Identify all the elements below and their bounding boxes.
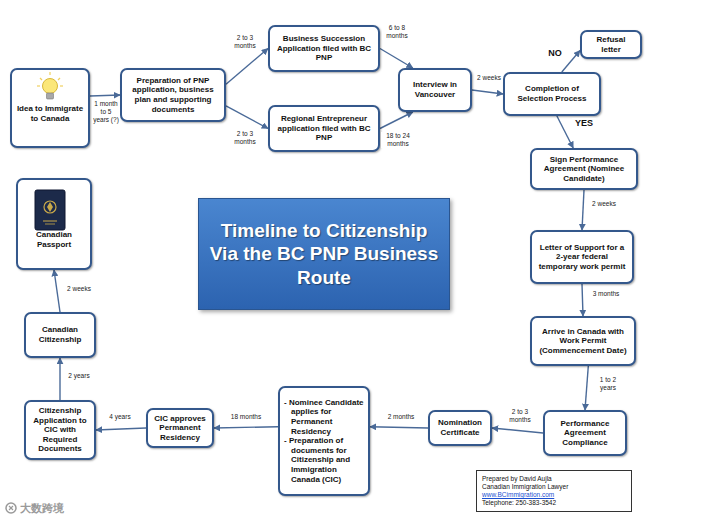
node-text: Idea to Immigrate to Canada [16, 104, 84, 123]
watermark-logo [6, 503, 16, 513]
duration-label: 18 months [225, 413, 267, 421]
process-box: Letter of Support for a 2-year federal t… [530, 230, 634, 284]
process-box: Preparation of PNP application, business… [120, 68, 226, 122]
process-box: Canadian Citizenship [24, 312, 96, 358]
node-text: Prepared by David Aujla [482, 475, 626, 483]
flow-arrow [90, 95, 120, 96]
node-text: Interview in Vancouver [404, 80, 466, 99]
flow-arrow [557, 116, 573, 148]
flow-arrow [59, 358, 60, 400]
credit-box: Prepared by David AujlaCanadian Immigrat… [476, 470, 632, 512]
flow-arrow [492, 428, 543, 433]
process-box: Business Succession Application filed wi… [268, 25, 380, 72]
flow-arrow [582, 190, 584, 230]
flow-arrow [370, 427, 428, 428]
node-text: Preparation of PNP application, business… [126, 76, 220, 114]
node-text: Arrive in Canada with Work Permit (Comme… [536, 327, 630, 356]
node-text: Regional Entrepreneur application filed … [274, 114, 374, 143]
node-text: CIC approves Permanent Residency [152, 414, 208, 443]
duration-label: 2 years [64, 372, 94, 380]
node-text: - Preparation of documents for Citizensh… [284, 436, 364, 484]
duration-label: 1 month to 5 years (?) [92, 100, 120, 123]
watermark: 大数跨境 [20, 501, 64, 516]
duration-label: 4 years [104, 413, 136, 421]
node-text: Nomination Certificate [434, 418, 486, 437]
flow-arrow [585, 366, 588, 410]
node-text: Business Succession Application filed wi… [274, 34, 374, 63]
node-text: www.BCimmigration.com [482, 491, 626, 499]
process-box: CIC approves Permanent Residency [146, 408, 214, 448]
node-text: Canadian Passport [22, 230, 86, 249]
process-box: Interview in Vancouver [398, 68, 472, 112]
node-text: Canadian Citizenship [30, 325, 90, 344]
node-text: Sign Performance Agreement (Nominee Cand… [536, 155, 632, 184]
process-box: Arrive in Canada with Work Permit (Comme… [530, 316, 636, 366]
duration-label: 2 months [382, 413, 420, 421]
duration-label: 2 to 3 months [228, 130, 262, 146]
duration-label: 2 to 3 months [228, 34, 262, 50]
title-text: Timeline to Citizenship Via the BC PNP B… [209, 219, 439, 289]
flow-arrow [54, 270, 60, 312]
duration-label: YES [572, 118, 596, 129]
process-box: Regional Entrepreneur application filed … [268, 105, 380, 152]
node-text: Telephone: 250-383-3542 [482, 499, 626, 507]
flow-arrow [96, 428, 146, 430]
flow-arrow [226, 49, 268, 85]
flow-arrow [380, 112, 413, 129]
node-text: Refusal letter [586, 35, 636, 54]
node-text: Canadian Immigration Lawyer [482, 483, 626, 491]
duration-label: 2 weeks [64, 285, 94, 293]
duration-label: 2 weeks [475, 74, 503, 82]
process-box: Sign Performance Agreement (Nominee Cand… [530, 148, 638, 190]
title-box: Timeline to Citizenship Via the BC PNP B… [198, 198, 450, 310]
node-text: Citizenship Application to CIC with Requ… [30, 406, 90, 454]
duration-label: 3 months [590, 290, 622, 298]
flow-arrow [226, 106, 268, 129]
node-text: Performance Agreement Compliance [549, 419, 621, 448]
process-box: Performance Agreement Compliance [543, 410, 627, 456]
duration-label: NO [545, 48, 565, 59]
flow-arrow [472, 90, 503, 94]
node-text: Letter of Support for a 2-year federal t… [536, 243, 628, 272]
process-box: Nomination Certificate [428, 410, 492, 446]
duration-label: 2 to 3 months [500, 408, 540, 424]
start-box: Idea to Immigrate to Canada [10, 68, 90, 148]
duration-label: 2 weeks [590, 200, 618, 208]
flow-arrow [380, 49, 413, 69]
flow-arrow [214, 427, 278, 428]
duration-label: 1 to 2 years [592, 376, 624, 392]
duration-label: 18 to 24 months [381, 132, 415, 148]
process-box: - Nominee Candidate applies for Permanen… [278, 386, 370, 496]
node-text: - Nominee Candidate applies for Permanen… [284, 398, 364, 436]
end-box: Canadian Passport [16, 178, 92, 270]
process-box: Citizenship Application to CIC with Requ… [24, 400, 96, 460]
decision-box: Completion of Selection Process [503, 72, 601, 116]
flow-arrow [582, 284, 583, 316]
duration-label: 6 to 8 months [382, 24, 412, 40]
outcome-box: Refusal letter [580, 30, 642, 59]
node-text: Completion of Selection Process [509, 84, 595, 103]
